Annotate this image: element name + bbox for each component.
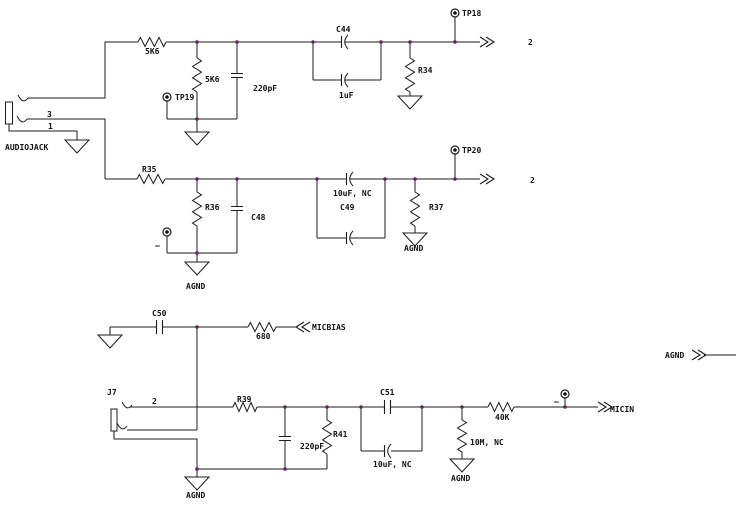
testpoint-tp19 xyxy=(162,92,172,102)
jack-contact-hook xyxy=(116,422,128,430)
label-dash-2: – xyxy=(554,397,559,406)
label-r34: R34 xyxy=(418,66,433,75)
capacitor-c49 xyxy=(345,230,354,246)
label-audiojack: AUDIOJACK xyxy=(5,143,49,152)
capacitor-10uf-nc-2 xyxy=(383,443,392,459)
label-j7: J7 xyxy=(107,388,117,397)
capacitor-c50 xyxy=(155,320,164,334)
resistor-r37 xyxy=(409,191,421,227)
testpoint-tp18 xyxy=(450,8,460,18)
offpage-arrow-agnd xyxy=(691,349,708,361)
label-tp18: TP18 xyxy=(462,9,481,18)
label-c48: C48 xyxy=(251,213,266,222)
wire-row2 xyxy=(27,118,480,254)
resistor-r39 xyxy=(232,401,258,413)
resistor-5k6-vertical xyxy=(191,57,203,93)
wire-row1 xyxy=(28,17,480,120)
testpoint-unlabeled xyxy=(162,227,172,237)
resistor-r41 xyxy=(321,419,333,455)
testpoint-unlabeled xyxy=(560,389,570,399)
label-r40k: 40K xyxy=(495,413,510,422)
resistor-r36 xyxy=(191,191,203,227)
ground-symbol xyxy=(396,95,424,110)
agnd-ground-symbol xyxy=(401,232,429,247)
label-out2: 2 xyxy=(530,176,535,185)
jack-contact-hook xyxy=(16,115,28,123)
jack-contact-hook xyxy=(121,401,133,409)
offpage-arrow-micin xyxy=(597,401,614,413)
label-r10m: 10M, NC xyxy=(470,438,504,447)
resistor-5k6-horizontal xyxy=(137,36,167,48)
label-dash-1: – xyxy=(155,241,160,250)
label-c10uf-2: 10uF, NC xyxy=(373,460,412,469)
capacitor-1uf xyxy=(340,72,349,88)
label-out1: 2 xyxy=(528,38,533,47)
label-r-5k6-v: 5K6 xyxy=(205,75,220,84)
label-micbias: MICBIAS xyxy=(312,323,346,332)
label-agnd-5: AGND xyxy=(665,351,684,360)
label-c220pf-2: 220pF xyxy=(300,442,324,451)
offpage-arrow-out1 xyxy=(479,36,496,48)
resistor-10m-nc xyxy=(456,419,468,453)
ground-symbol xyxy=(96,334,124,349)
label-pin3: 3 xyxy=(47,110,52,119)
agnd-ground-symbol xyxy=(448,458,476,473)
capacitor-c51 xyxy=(383,400,392,414)
label-c51: C51 xyxy=(380,388,395,397)
label-c49: C49 xyxy=(340,203,355,212)
label-agnd-4: AGND xyxy=(451,474,470,483)
resistor-r34 xyxy=(404,57,416,93)
resistor-r35 xyxy=(136,173,166,185)
agnd-ground-symbol xyxy=(183,469,211,491)
label-r680: 680 xyxy=(256,332,271,341)
resistor-40k xyxy=(487,401,515,413)
label-agnd-1: AGND xyxy=(186,282,205,291)
label-tp19: TP19 xyxy=(175,93,194,102)
junction-dots xyxy=(195,40,567,471)
capacitor-220pf-1 xyxy=(231,72,243,79)
label-r35: R35 xyxy=(142,165,157,174)
agnd-ground-symbol xyxy=(183,253,211,276)
label-r37: R37 xyxy=(429,203,444,212)
label-r-5k6-h: 5K6 xyxy=(145,47,160,56)
label-micin: MICIN xyxy=(610,405,634,414)
j7-connector xyxy=(110,401,133,432)
ground-symbol xyxy=(183,119,211,146)
wire-row4 xyxy=(113,354,736,470)
label-agnd-2: AGND xyxy=(404,244,423,253)
offpage-arrow-out2 xyxy=(479,173,496,185)
capacitor-c44 xyxy=(340,34,349,50)
label-c50: C50 xyxy=(152,309,167,318)
label-r36: R36 xyxy=(205,203,220,212)
label-c1uf: 1uF xyxy=(339,91,354,100)
label-agnd-3: AGND xyxy=(186,491,205,500)
label-r39: R39 xyxy=(237,395,252,404)
label-tp20: TP20 xyxy=(462,146,481,155)
label-c44: C44 xyxy=(336,25,351,34)
wire-row3 xyxy=(109,326,296,430)
label-c220pf-1: 220pF xyxy=(253,84,277,93)
audiojack-connector xyxy=(5,94,78,140)
offpage-arrow-micbias xyxy=(294,321,311,333)
capacitor-c48 xyxy=(231,205,243,212)
jack-contact-hook xyxy=(17,94,29,102)
ground-symbol xyxy=(63,139,91,154)
capacitor-220pf-2 xyxy=(279,435,291,442)
testpoint-tp20 xyxy=(450,145,460,155)
capacitor-10uf-nc-1 xyxy=(345,171,354,187)
label-pin1: 1 xyxy=(48,122,53,131)
label-pin2: 2 xyxy=(152,397,157,406)
label-c10uf-1: 10uF, NC xyxy=(333,189,372,198)
resistor-680 xyxy=(247,321,277,333)
label-r41: R41 xyxy=(333,430,348,439)
